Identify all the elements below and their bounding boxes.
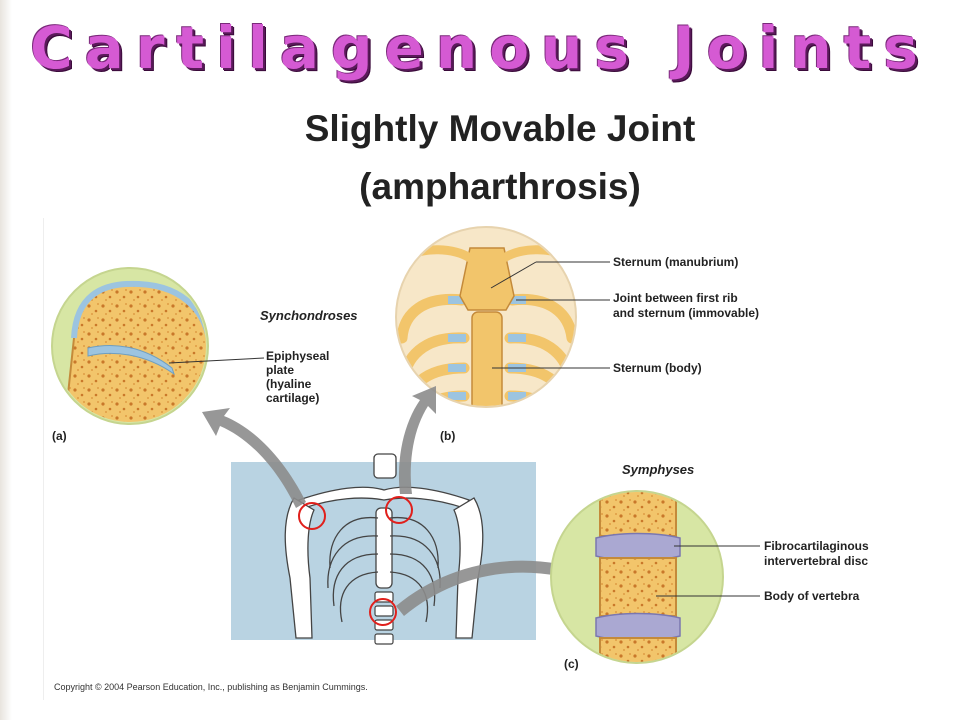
panel-c-letter: (c) — [564, 657, 579, 671]
disc-label-line2: intervertebral disc — [764, 554, 868, 568]
torso-skeleton-illustration — [231, 453, 536, 645]
sternum-body-label: Sternum (body) — [613, 361, 702, 375]
first-rib-joint-label-line1: Joint between first rib — [613, 291, 738, 305]
epiphyseal-label-line3: (hyaline — [266, 377, 312, 391]
panel-a-magnified-view — [51, 267, 265, 425]
slide-subtitle-line2: (ampharthrosis) — [359, 166, 641, 207]
panel-a-letter: (a) — [52, 429, 67, 443]
epiphyseal-label-line1: Epiphyseal — [266, 349, 329, 363]
symphyses-heading: Symphyses — [622, 462, 694, 477]
vertebra-body-label: Body of vertebra — [764, 589, 860, 603]
synchondroses-heading: Synchondroses — [260, 308, 358, 323]
panel-b-letter: (b) — [440, 429, 455, 443]
slide-subtitle-line1: Slightly Movable Joint — [304, 108, 696, 149]
slide-title: Cartilagenous Joints — [30, 14, 930, 82]
anatomy-figure: Synchondroses Epiphyseal plate (hyaline … — [43, 218, 908, 700]
panel-c-magnified-view — [550, 490, 760, 664]
figure-canvas: Synchondroses Epiphyseal plate (hyaline … — [51, 226, 869, 692]
copyright-notice: Copyright © 2004 Pearson Education, Inc.… — [54, 682, 368, 692]
sternum-manubrium-label: Sternum (manubrium) — [613, 255, 738, 269]
epiphyseal-label-line4: cartilage) — [266, 391, 319, 405]
first-rib-joint-label-line2: and sternum (immovable) — [613, 306, 759, 320]
callout-arrows — [202, 386, 582, 616]
disc-label-line1: Fibrocartilaginous — [764, 539, 869, 553]
slide-edge-decoration — [0, 0, 12, 720]
epiphyseal-label-line2: plate — [266, 363, 294, 377]
